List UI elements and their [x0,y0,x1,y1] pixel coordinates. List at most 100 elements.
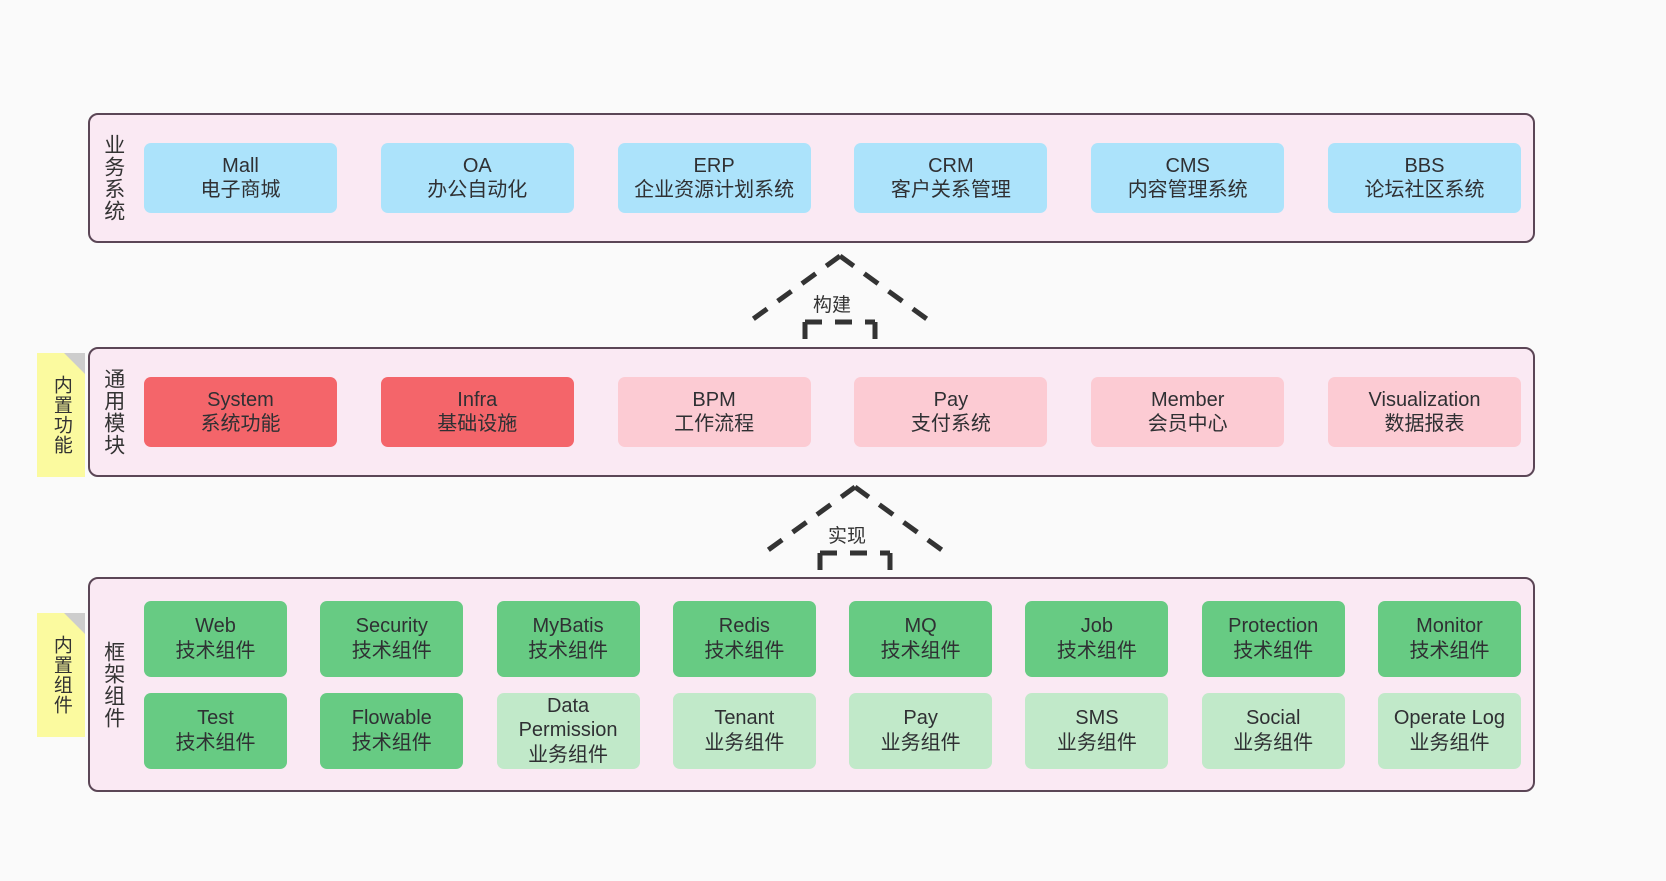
card-title: Monitor [1416,615,1483,638]
card-title: System [207,388,274,411]
card-tenant[interactable]: Tenant 业务组件 [672,692,816,769]
layer-title-framework-components: 框架组件 [101,640,125,729]
card-title: Web [195,615,236,638]
card-title: BBS [1404,154,1445,177]
card-subtitle: 系统功能 [200,413,281,435]
card-subtitle: 技术组件 [1409,639,1490,662]
card-monitor[interactable]: Monitor 技术组件 [1377,600,1521,677]
card-title: ERP [693,154,735,177]
card-title: Mall [222,154,259,177]
layer-framework-components: 框架组件 Web 技术组件 Security 技术组件 MyBatis 技术组件… [88,577,1535,792]
card-flowable[interactable]: Flowable 技术组件 [320,692,464,769]
card-subtitle: 技术组件 [351,639,432,662]
card-security[interactable]: Security 技术组件 [320,600,464,677]
card-subtitle: 电子商城 [200,179,281,201]
card-subtitle: 技术组件 [880,639,961,662]
card-bbs[interactable]: BBS 论坛社区系统 [1327,143,1521,213]
card-redis[interactable]: Redis 技术组件 [672,600,816,677]
card-subtitle: 技术组件 [175,731,256,754]
card-title: Data Permission [518,694,618,742]
card-row: Web 技术组件 Security 技术组件 MyBatis 技术组件 Redi… [144,600,1521,677]
card-title: Flowable [351,707,432,730]
card-operate-log[interactable]: Operate Log 业务组件 [1377,692,1521,769]
card-subtitle: 技术组件 [1056,639,1137,662]
card-erp[interactable]: ERP 企业资源计划系统 [617,143,811,213]
card-data-permission[interactable]: Data Permission 业务组件 [496,692,640,769]
card-subtitle: 论坛社区系统 [1364,179,1485,201]
card-title: Visualization [1368,388,1481,411]
connector-label-build: 构建 [813,295,852,316]
layer-business-systems: 业务系统 Mall 电子商城 OA 办公自动化 ERP 企业资源计划系统 CRM… [88,113,1535,243]
card-subtitle: 客户关系管理 [890,179,1011,201]
card-crm[interactable]: CRM 客户关系管理 [854,143,1048,213]
card-subtitle: 会员中心 [1147,413,1228,435]
sticky-note-builtin-components: 内置组件 [37,613,85,737]
card-subtitle: 技术组件 [1233,639,1314,662]
card-subtitle: 企业资源计划系统 [634,179,795,201]
card-title: Job [1080,615,1114,638]
card-title: Redis [718,615,770,638]
card-subtitle: 业务组件 [880,731,961,754]
card-sms[interactable]: SMS 业务组件 [1025,692,1169,769]
card-web[interactable]: Web 技术组件 [144,600,287,677]
card-subtitle: 业务组件 [1056,731,1137,754]
card-protection[interactable]: Protection 技术组件 [1201,600,1345,677]
card-mybatis[interactable]: MyBatis 技术组件 [496,600,640,677]
card-title: Test [197,707,234,730]
card-subtitle: 业务组件 [1409,731,1490,754]
layer-title-business-systems: 业务系统 [101,134,125,222]
card-subtitle: 业务组件 [1233,731,1314,754]
card-subtitle: 工作流程 [674,413,755,435]
card-subtitle: 基础设施 [437,413,518,435]
layer-body-general-modules: System 系统功能 Infra 基础设施 BPM 工作流程 Pay 支付系统… [132,349,1533,475]
sticky-note-text: 内置组件 [50,635,72,715]
card-subtitle: 内容管理系统 [1127,179,1248,201]
card-title: CRM [928,154,974,177]
card-oa[interactable]: OA 办公自动化 [380,143,574,213]
card-subtitle: 技术组件 [704,639,785,662]
card-pay-module[interactable]: Pay 支付系统 [854,377,1048,447]
card-row: System 系统功能 Infra 基础设施 BPM 工作流程 Pay 支付系统… [144,377,1521,447]
card-title: BPM [692,388,736,411]
card-title: CMS [1165,154,1210,177]
card-job[interactable]: Job 技术组件 [1025,600,1169,677]
card-title: Security [355,615,428,638]
layer-title-general-modules: 通用模块 [101,368,125,456]
card-social[interactable]: Social 业务组件 [1201,692,1345,769]
card-mall[interactable]: Mall 电子商城 [144,143,337,213]
card-mq[interactable]: MQ 技术组件 [849,600,993,677]
card-row: Mall 电子商城 OA 办公自动化 ERP 企业资源计划系统 CRM 客户关系… [144,143,1521,213]
card-subtitle: 业务组件 [528,743,609,766]
card-title: Protection [1228,615,1319,638]
card-title: Pay [903,707,938,730]
card-bpm[interactable]: BPM 工作流程 [617,377,811,447]
card-pay-component[interactable]: Pay 业务组件 [849,692,993,769]
card-title: OA [462,154,492,177]
card-title: Operate Log [1393,707,1506,730]
card-subtitle: 技术组件 [175,639,256,662]
card-title: MyBatis [532,615,604,638]
card-row: Test 技术组件 Flowable 技术组件 Data Permission … [144,692,1521,769]
card-member[interactable]: Member 会员中心 [1091,377,1285,447]
card-cms[interactable]: CMS 内容管理系统 [1091,143,1285,213]
card-subtitle: 技术组件 [528,639,609,662]
card-title: Infra [457,388,498,411]
card-test[interactable]: Test 技术组件 [144,692,287,769]
layer-body-framework-components: Web 技术组件 Security 技术组件 MyBatis 技术组件 Redi… [132,579,1533,790]
card-subtitle: 支付系统 [910,413,991,435]
card-system[interactable]: System 系统功能 [144,377,337,447]
card-title: SMS [1075,707,1119,730]
layer-general-modules: 通用模块 System 系统功能 Infra 基础设施 BPM 工作流程 Pay… [88,347,1535,477]
card-infra[interactable]: Infra 基础设施 [380,377,574,447]
card-subtitle: 业务组件 [704,731,785,754]
card-title: Social [1245,707,1301,730]
card-title: Pay [933,388,969,411]
card-subtitle: 技术组件 [351,731,432,754]
connector-label-implement: 实现 [828,526,867,547]
card-title: MQ [904,615,937,638]
sticky-note-text: 内置功能 [50,375,72,455]
card-visualization[interactable]: Visualization 数据报表 [1327,377,1521,447]
layer-body-business-systems: Mall 电子商城 OA 办公自动化 ERP 企业资源计划系统 CRM 客户关系… [132,115,1533,241]
card-title: Tenant [714,707,775,730]
